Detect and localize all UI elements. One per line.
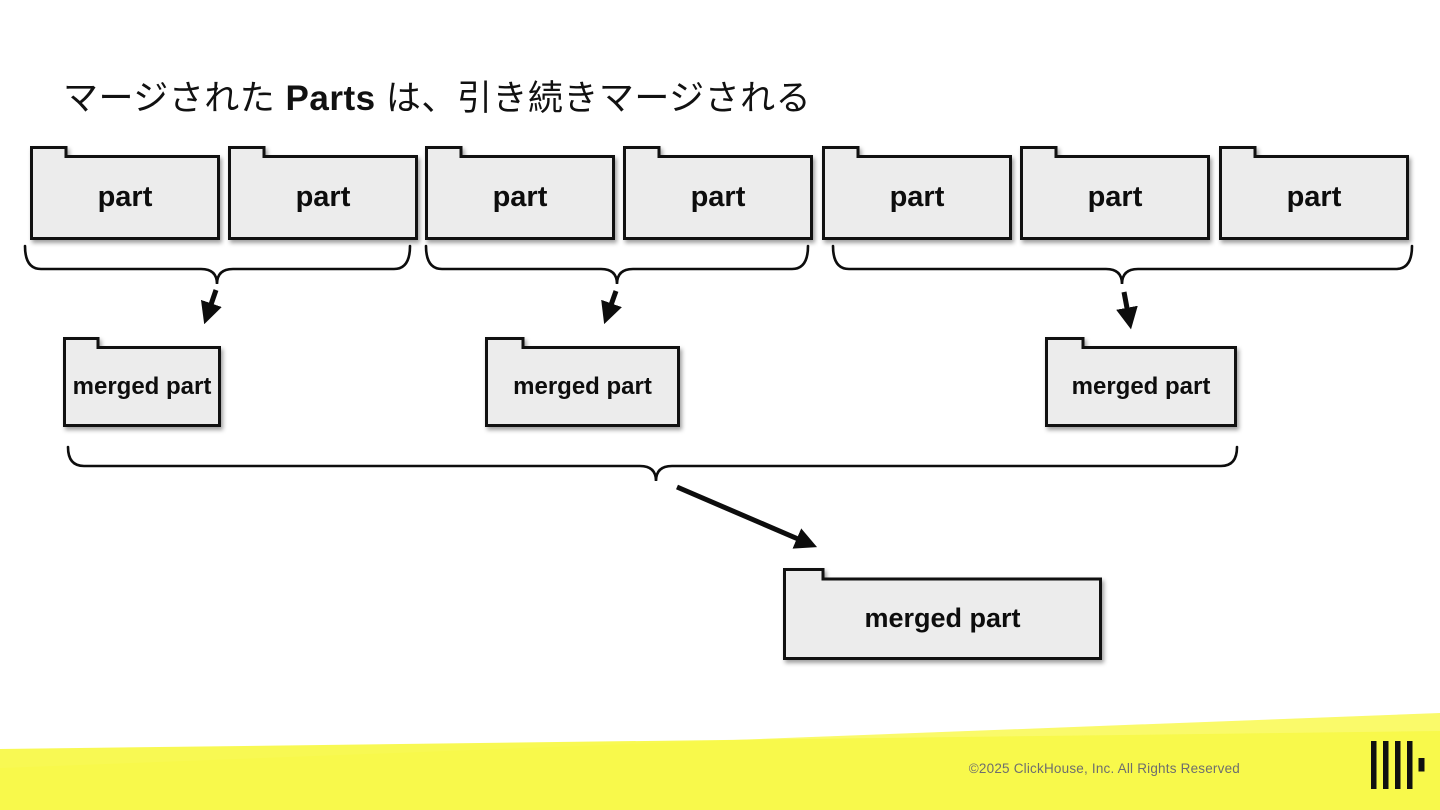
copyright-text: ©2025 ClickHouse, Inc. All Rights Reserv… — [968, 761, 1240, 776]
merge-arrow-3 — [1116, 291, 1138, 330]
folder-icon — [1219, 146, 1409, 240]
part-label: part — [889, 181, 945, 213]
logo-bar — [1371, 741, 1377, 789]
part-folder-7: part — [1219, 146, 1409, 240]
merged-part-folder-3: merged part — [1045, 337, 1237, 427]
final-merged-part-label: merged part — [864, 603, 1021, 633]
part-folder-4: part — [623, 146, 813, 240]
slide-title-suffix: は、引き続きマージされる — [375, 79, 812, 118]
merged-part-label: merged part — [72, 372, 212, 400]
folder-icon — [822, 146, 1012, 240]
part-folder-3: part — [425, 146, 615, 240]
part-label: part — [690, 181, 746, 213]
part-label: part — [295, 181, 351, 213]
part-label: part — [1087, 181, 1143, 213]
part-folder-5: part — [822, 146, 1012, 240]
folder-icon — [228, 146, 418, 240]
folder-icon — [425, 146, 615, 240]
part-label: part — [97, 181, 153, 213]
folder-icon — [1020, 146, 1210, 240]
slide-title-parts-word: Parts — [285, 79, 376, 118]
folder-icon — [485, 337, 680, 427]
slide-title: マージされた Parts は、引き続きマージされる — [63, 76, 811, 122]
logo-dot — [1418, 758, 1425, 772]
folder-icon — [783, 568, 1102, 660]
brace-group-2 — [424, 244, 810, 285]
merged-part-folder-1: merged part — [63, 337, 221, 427]
logo-bar — [1395, 741, 1401, 789]
brace-final-merge — [66, 445, 1239, 482]
part-folder-6: part — [1020, 146, 1210, 240]
folder-icon — [623, 146, 813, 240]
brace-group-3 — [831, 244, 1414, 285]
brace-group-1 — [23, 244, 412, 285]
part-folder-2: part — [228, 146, 418, 240]
part-label: part — [492, 181, 548, 213]
merged-part-folder-2: merged part — [485, 337, 680, 427]
merged-part-label: merged part — [513, 372, 652, 400]
folder-icon — [1045, 337, 1237, 427]
folder-icon — [63, 337, 221, 427]
merge-arrow-2 — [601, 290, 622, 325]
final-merged-part-folder: merged part — [783, 568, 1102, 660]
part-label: part — [1286, 181, 1342, 213]
merge-arrow-1 — [200, 289, 222, 325]
slide-title-prefix: マージされた — [63, 79, 286, 118]
part-folder-1: part — [30, 146, 220, 240]
logo-bar — [1383, 741, 1389, 789]
folder-icon — [30, 146, 220, 240]
merged-part-label: merged part — [1071, 372, 1211, 400]
clickhouse-logo — [1371, 741, 1425, 789]
final-merge-arrow — [676, 484, 818, 549]
logo-bar — [1407, 741, 1413, 789]
